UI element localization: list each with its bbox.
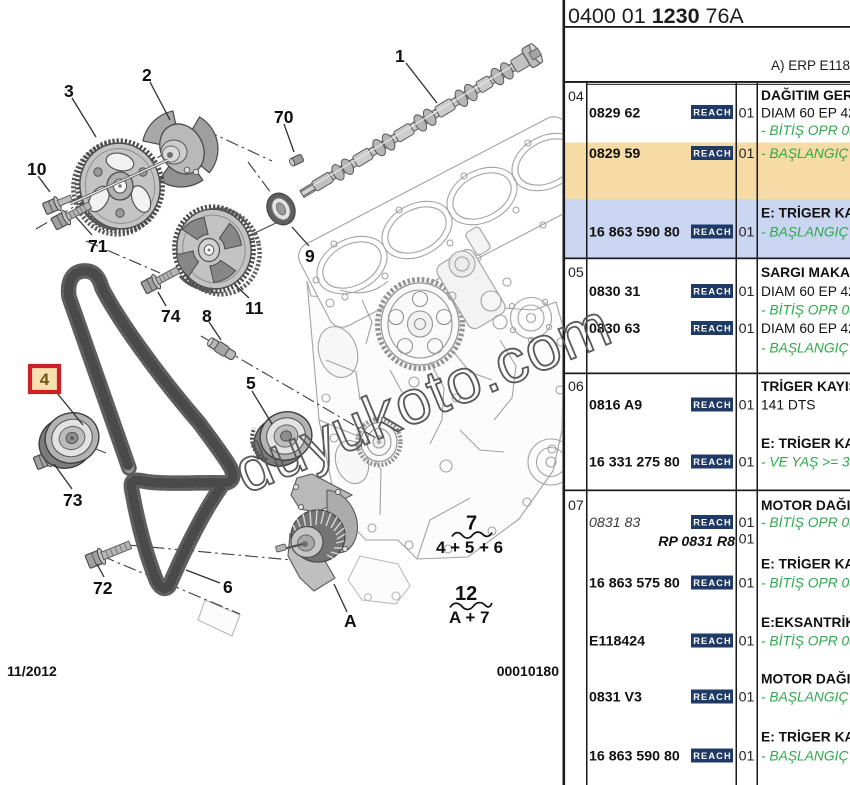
- svg-text:DIAM 60 EP 42: DIAM 60 EP 42: [761, 321, 850, 336]
- svg-text:REACH: REACH: [693, 108, 732, 118]
- svg-text:04: 04: [568, 89, 584, 105]
- svg-text:5: 5: [246, 373, 256, 393]
- svg-text:E: TRİGER KAYI: E: TRİGER KAYI: [761, 435, 850, 451]
- svg-text:A: A: [344, 611, 357, 631]
- svg-text:01: 01: [739, 576, 755, 592]
- svg-text:- BİTİŞ OPR 08: - BİTİŞ OPR 08: [761, 514, 850, 530]
- svg-text:- BİTİŞ OPR 08: - BİTİŞ OPR 08: [761, 122, 850, 138]
- svg-text:8: 8: [202, 306, 212, 326]
- svg-text:6: 6: [223, 577, 233, 597]
- svg-text:TRİGER KAYIŞI: TRİGER KAYIŞI: [761, 378, 850, 394]
- svg-text:7: 7: [466, 513, 477, 535]
- svg-text:REACH: REACH: [693, 287, 732, 297]
- svg-text:REACH: REACH: [693, 149, 732, 159]
- svg-text:01: 01: [739, 455, 755, 471]
- svg-text:- BAŞLANGIÇ O: - BAŞLANGIÇ O: [761, 225, 850, 240]
- svg-text:- BİTİŞ OPR 08: - BİTİŞ OPR 08: [761, 302, 850, 318]
- svg-text:06: 06: [568, 379, 584, 395]
- svg-text:DAĞITIM GERİL: DAĞITIM GERİL: [761, 86, 850, 103]
- svg-text:12: 12: [455, 583, 477, 605]
- svg-text:74: 74: [161, 306, 181, 326]
- svg-text:01: 01: [739, 690, 755, 706]
- svg-text:11: 11: [245, 298, 264, 318]
- svg-text:REACH: REACH: [693, 227, 732, 237]
- svg-text:0829 59: 0829 59: [589, 146, 640, 162]
- svg-text:1: 1: [395, 46, 405, 66]
- svg-text:- BAŞLANGIÇ O: - BAŞLANGIÇ O: [761, 690, 850, 705]
- svg-text:2: 2: [142, 65, 152, 85]
- svg-text:01: 01: [739, 515, 755, 531]
- svg-text:REACH: REACH: [693, 751, 732, 761]
- svg-text:4 + 5 + 6: 4 + 5 + 6: [436, 538, 503, 557]
- svg-text:- BAŞLANGIÇ O: - BAŞLANGIÇ O: [761, 341, 850, 356]
- svg-text:- BİTİŞ OPR 08: - BİTİŞ OPR 08: [761, 575, 850, 591]
- svg-text:71: 71: [88, 236, 108, 256]
- svg-text:4: 4: [40, 370, 50, 389]
- svg-text:11/2012: 11/2012: [7, 663, 57, 679]
- svg-text:SARGI MAKARA: SARGI MAKARA: [761, 265, 850, 280]
- svg-text:MOTOR DAĞITI: MOTOR DAĞITI: [761, 496, 850, 513]
- svg-text:01: 01: [739, 398, 755, 414]
- svg-text:3: 3: [64, 81, 74, 101]
- svg-text:07: 07: [568, 498, 584, 514]
- svg-text:REACH: REACH: [693, 400, 732, 410]
- svg-text:0816 A9: 0816 A9: [589, 398, 642, 414]
- svg-text:MOTOR DAĞITI: MOTOR DAĞITI: [761, 670, 850, 687]
- svg-text:01: 01: [739, 146, 755, 162]
- svg-text:9: 9: [305, 246, 315, 266]
- svg-text:- BİTİŞ OPR 08: - BİTİŞ OPR 08: [761, 633, 850, 649]
- svg-text:00010180: 00010180: [497, 663, 560, 679]
- svg-text:A) ERP E1184: A) ERP E1184: [771, 58, 850, 73]
- svg-text:0830 31: 0830 31: [589, 284, 640, 300]
- svg-text:16 863 590 80: 16 863 590 80: [589, 225, 680, 241]
- svg-text:DIAM 60 EP 42: DIAM 60 EP 42: [761, 284, 850, 299]
- svg-text:REACH: REACH: [693, 457, 732, 467]
- svg-text:0831 83: 0831 83: [589, 515, 640, 531]
- svg-text:01: 01: [739, 284, 755, 300]
- svg-text:E: TRİGER KAYI: E: TRİGER KAYI: [761, 556, 850, 572]
- svg-text:REACH: REACH: [693, 518, 732, 528]
- svg-text:0400 01 1230 76A: 0400 01 1230 76A: [568, 4, 744, 28]
- svg-text:E118424: E118424: [589, 634, 645, 650]
- svg-text:REACH: REACH: [693, 692, 732, 702]
- svg-text:01: 01: [739, 634, 755, 650]
- svg-text:01: 01: [739, 106, 755, 122]
- svg-text:0831 V3: 0831 V3: [589, 690, 642, 706]
- svg-text:05: 05: [568, 265, 584, 281]
- svg-text:10: 10: [27, 159, 47, 179]
- svg-text:70: 70: [274, 107, 294, 127]
- svg-text:- VE YAŞ >= 3: - VE YAŞ >= 3: [761, 455, 850, 470]
- svg-text:16 863 590 80: 16 863 590 80: [589, 749, 680, 765]
- svg-text:16 863 575 80: 16 863 575 80: [589, 576, 680, 592]
- svg-text:- BAŞLANGIÇ O: - BAŞLANGIÇ O: [761, 146, 850, 161]
- svg-text:REACH: REACH: [693, 636, 732, 646]
- svg-text:REACH: REACH: [693, 324, 732, 334]
- svg-text:RP 0831 R8: RP 0831 R8: [658, 534, 735, 550]
- svg-text:73: 73: [63, 490, 83, 510]
- svg-text:REACH: REACH: [693, 578, 732, 588]
- svg-text:16 331 275 80: 16 331 275 80: [589, 455, 680, 471]
- svg-text:E:EKSANTRİK M: E:EKSANTRİK M: [761, 614, 850, 630]
- svg-text:0830 63: 0830 63: [589, 321, 640, 337]
- svg-text:E: TRİGER KAYI: E: TRİGER KAYI: [761, 729, 850, 745]
- svg-text:0829 62: 0829 62: [589, 106, 640, 122]
- svg-text:A + 7: A + 7: [449, 608, 489, 627]
- svg-text:01: 01: [739, 321, 755, 337]
- svg-text:72: 72: [93, 578, 113, 598]
- svg-text:141 DTS: 141 DTS: [761, 398, 815, 413]
- svg-text:01: 01: [739, 532, 755, 548]
- svg-text:- BAŞLANGIÇ O: - BAŞLANGIÇ O: [761, 749, 850, 764]
- svg-text:01: 01: [739, 749, 755, 765]
- svg-text:DIAM 60 EP 42: DIAM 60 EP 42: [761, 106, 850, 121]
- svg-text:01: 01: [739, 225, 755, 241]
- svg-text:E: TRİGER KAYI: E: TRİGER KAYI: [761, 205, 850, 221]
